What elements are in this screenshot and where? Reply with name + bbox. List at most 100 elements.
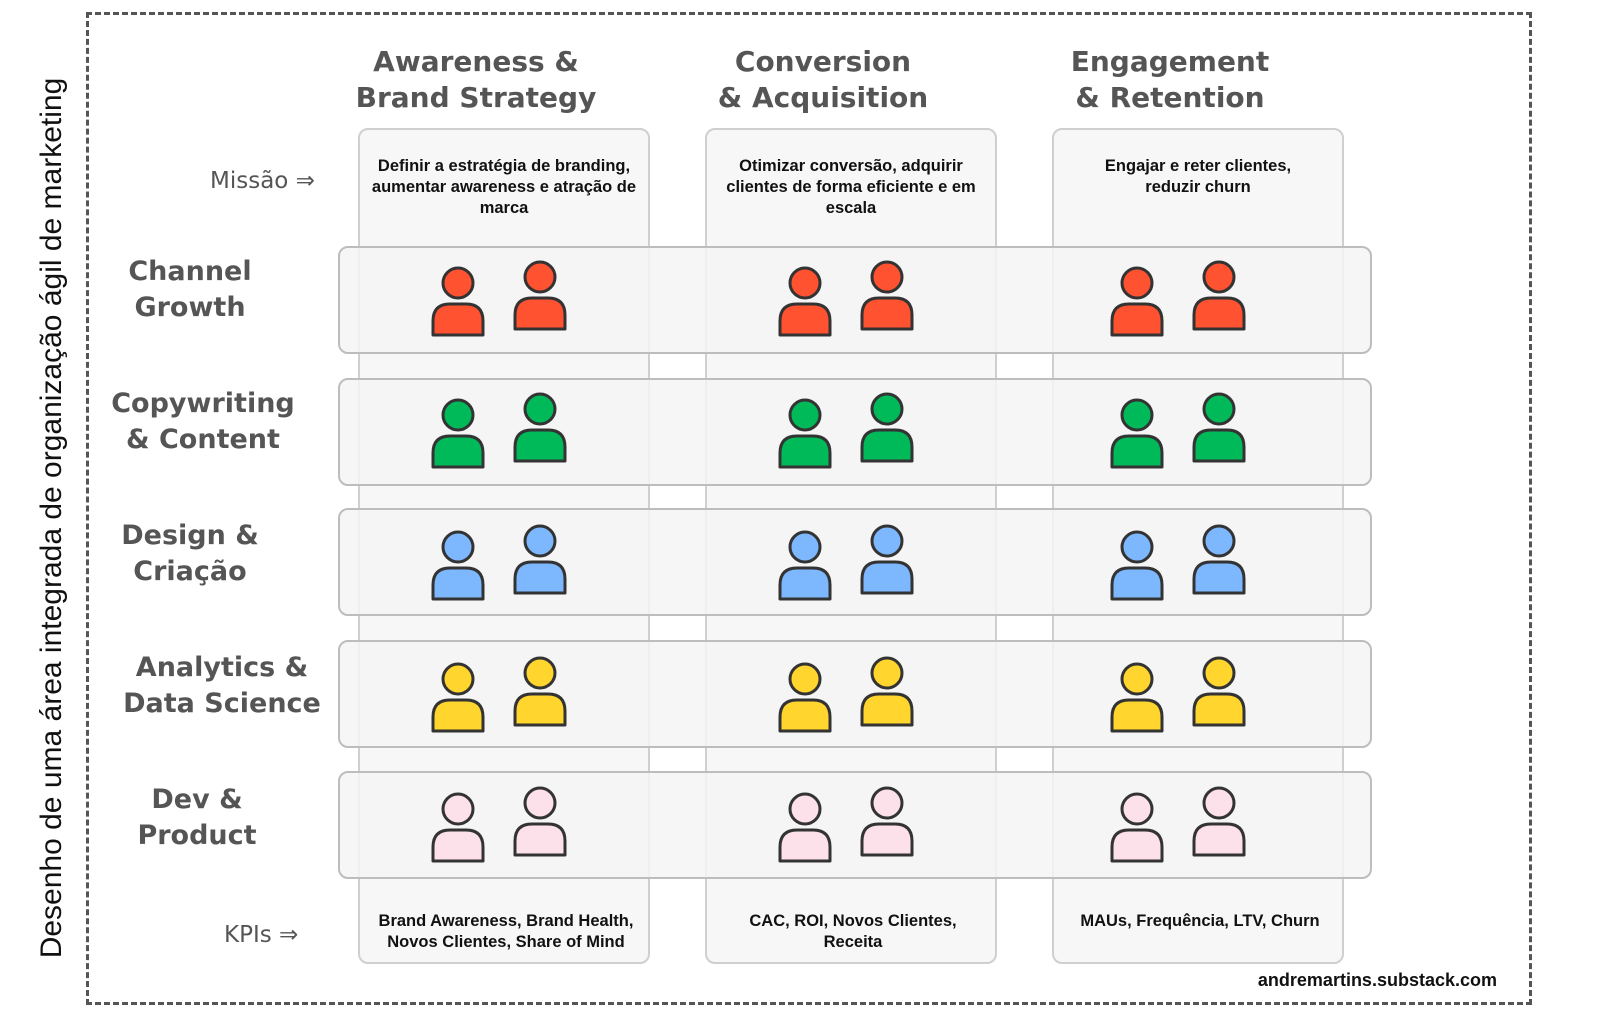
person-icon (860, 656, 914, 727)
person-head (788, 530, 822, 564)
person-head (1202, 786, 1236, 820)
column-header-line: Conversion (734, 45, 912, 78)
person-head (788, 662, 822, 696)
row-label-line: Criação (133, 556, 247, 587)
person-body (778, 434, 832, 469)
person-head (523, 260, 557, 294)
person-body (860, 296, 914, 331)
person-icon (431, 662, 485, 733)
person-icon (513, 786, 567, 857)
person-head (1120, 662, 1154, 696)
person-head (1120, 266, 1154, 300)
person-body (1110, 566, 1164, 601)
kpis-engagement: MAUs, Frequência, LTV, Churn (1080, 912, 1320, 930)
person-body (778, 302, 832, 337)
row-label-design: Design & Criação (75, 518, 305, 590)
person-body (431, 828, 485, 863)
person-head (870, 260, 904, 294)
person-icon (778, 266, 832, 337)
person-icon (513, 392, 567, 463)
mission-engagement: Engajar e reter clientes, reduzir churn (1104, 157, 1292, 196)
row-label-channel-growth: Channel Growth (75, 254, 305, 326)
person-icon (513, 524, 567, 595)
row-band-analytics (338, 640, 1372, 748)
person-icon (1192, 786, 1246, 857)
person-head (441, 662, 475, 696)
person-icon (1192, 656, 1246, 727)
person-head (1202, 656, 1236, 690)
person-icon (1110, 398, 1164, 469)
kpis-conversion: CAC, ROI, Novos Clientes, Receita (749, 912, 957, 951)
person-head (788, 398, 822, 432)
person-head (788, 792, 822, 826)
row-label-line: Data Science (123, 688, 321, 719)
row-label-line: Product (137, 820, 257, 851)
person-icon (431, 792, 485, 863)
person-body (1110, 434, 1164, 469)
missao-label: Missão ⇒ (210, 168, 315, 194)
person-head (523, 524, 557, 558)
row-label-copywriting: Copywriting & Content (88, 386, 318, 458)
person-head (523, 392, 557, 426)
person-body (1192, 692, 1246, 727)
row-label-line: Copywriting (111, 388, 295, 419)
person-body (431, 434, 485, 469)
person-icon (1110, 792, 1164, 863)
row-label-line: Dev & (151, 784, 243, 815)
row-label-line: Design & (121, 520, 259, 551)
person-head (523, 656, 557, 690)
person-head (870, 524, 904, 558)
person-body (1110, 828, 1164, 863)
person-body (1192, 560, 1246, 595)
column-header-line: Awareness & (373, 45, 579, 78)
person-head (441, 398, 475, 432)
row-band-dev-product (338, 771, 1372, 879)
person-head (1202, 392, 1236, 426)
person-body (1110, 698, 1164, 733)
person-icon (431, 398, 485, 469)
person-head (870, 656, 904, 690)
person-body (778, 566, 832, 601)
person-body (431, 698, 485, 733)
person-head (1202, 524, 1236, 558)
person-body (431, 302, 485, 337)
person-icon (778, 530, 832, 601)
person-icon (1110, 662, 1164, 733)
person-body (431, 566, 485, 601)
person-icon (513, 260, 567, 331)
row-label-line: Analytics & (135, 652, 309, 683)
person-body (860, 428, 914, 463)
column-header-line: & Acquisition (717, 81, 929, 114)
person-head (441, 792, 475, 826)
person-body (513, 822, 567, 857)
person-body (513, 296, 567, 331)
person-icon (778, 662, 832, 733)
person-head (1120, 398, 1154, 432)
kpis-label: KPIs ⇒ (224, 922, 299, 948)
column-header-line: & Retention (1075, 81, 1265, 114)
column-header-engagement: Engagement & Retention (1020, 44, 1320, 116)
row-band-design (338, 508, 1372, 616)
person-icon (860, 260, 914, 331)
person-body (513, 428, 567, 463)
person-icon (1192, 524, 1246, 595)
person-icon (513, 656, 567, 727)
person-icon (1110, 266, 1164, 337)
person-icon (1192, 392, 1246, 463)
column-header-line: Engagement (1070, 45, 1270, 78)
row-label-line: Growth (134, 292, 246, 323)
column-header-awareness: Awareness & Brand Strategy (326, 44, 626, 116)
mission-awareness: Definir a estratégia de branding, aument… (371, 157, 637, 217)
row-label-line: & Content (126, 424, 280, 455)
person-body (513, 560, 567, 595)
person-body (1192, 428, 1246, 463)
person-head (788, 266, 822, 300)
side-title: Desenho de uma área integrada de organiz… (35, 77, 68, 959)
person-head (523, 786, 557, 820)
person-body (1192, 822, 1246, 857)
diagram-frame (86, 12, 1532, 1005)
person-body (860, 822, 914, 857)
person-head (870, 786, 904, 820)
person-head (441, 266, 475, 300)
column-header-line: Brand Strategy (355, 81, 597, 114)
